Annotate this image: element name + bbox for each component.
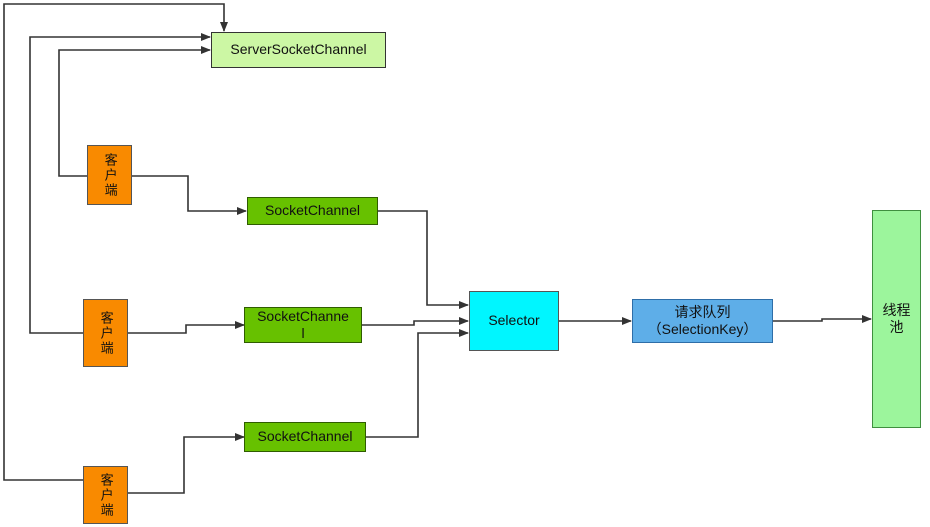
connector-client1-socket1 <box>132 175 247 215</box>
connector-socket3-selector <box>366 329 469 438</box>
thread-pool-node: 线程 池 <box>872 210 921 428</box>
server-socket-channel-node: ServerSocketChannel <box>211 32 386 68</box>
request-queue-node: 请求队列 （SelectionKey） <box>632 299 773 343</box>
client-node-3: 客户端 <box>83 466 128 524</box>
connector-client3-server <box>3 3 228 481</box>
socket-channel-node-1: SocketChannel <box>247 197 378 225</box>
client-node-2: 客户端 <box>83 299 128 367</box>
connector-queue-pool <box>773 315 872 323</box>
socket-channel-node-2: SocketChanne l <box>244 307 362 343</box>
request-queue-label: 请求队列 <box>674 303 731 320</box>
client-node-1: 客户端 <box>87 145 132 205</box>
connector-socket2-selector <box>362 317 469 326</box>
selector-node: Selector <box>469 291 559 351</box>
socket-channel-node-3: SocketChannel <box>244 422 366 452</box>
connector-client2-socket2 <box>128 321 245 334</box>
connector-client2-server <box>29 33 211 334</box>
connector-client3-socket3 <box>128 433 245 494</box>
connector-socket1-selector <box>378 210 469 309</box>
connector-client1-server <box>58 46 211 177</box>
selection-key-label: （SelectionKey） <box>647 321 758 337</box>
